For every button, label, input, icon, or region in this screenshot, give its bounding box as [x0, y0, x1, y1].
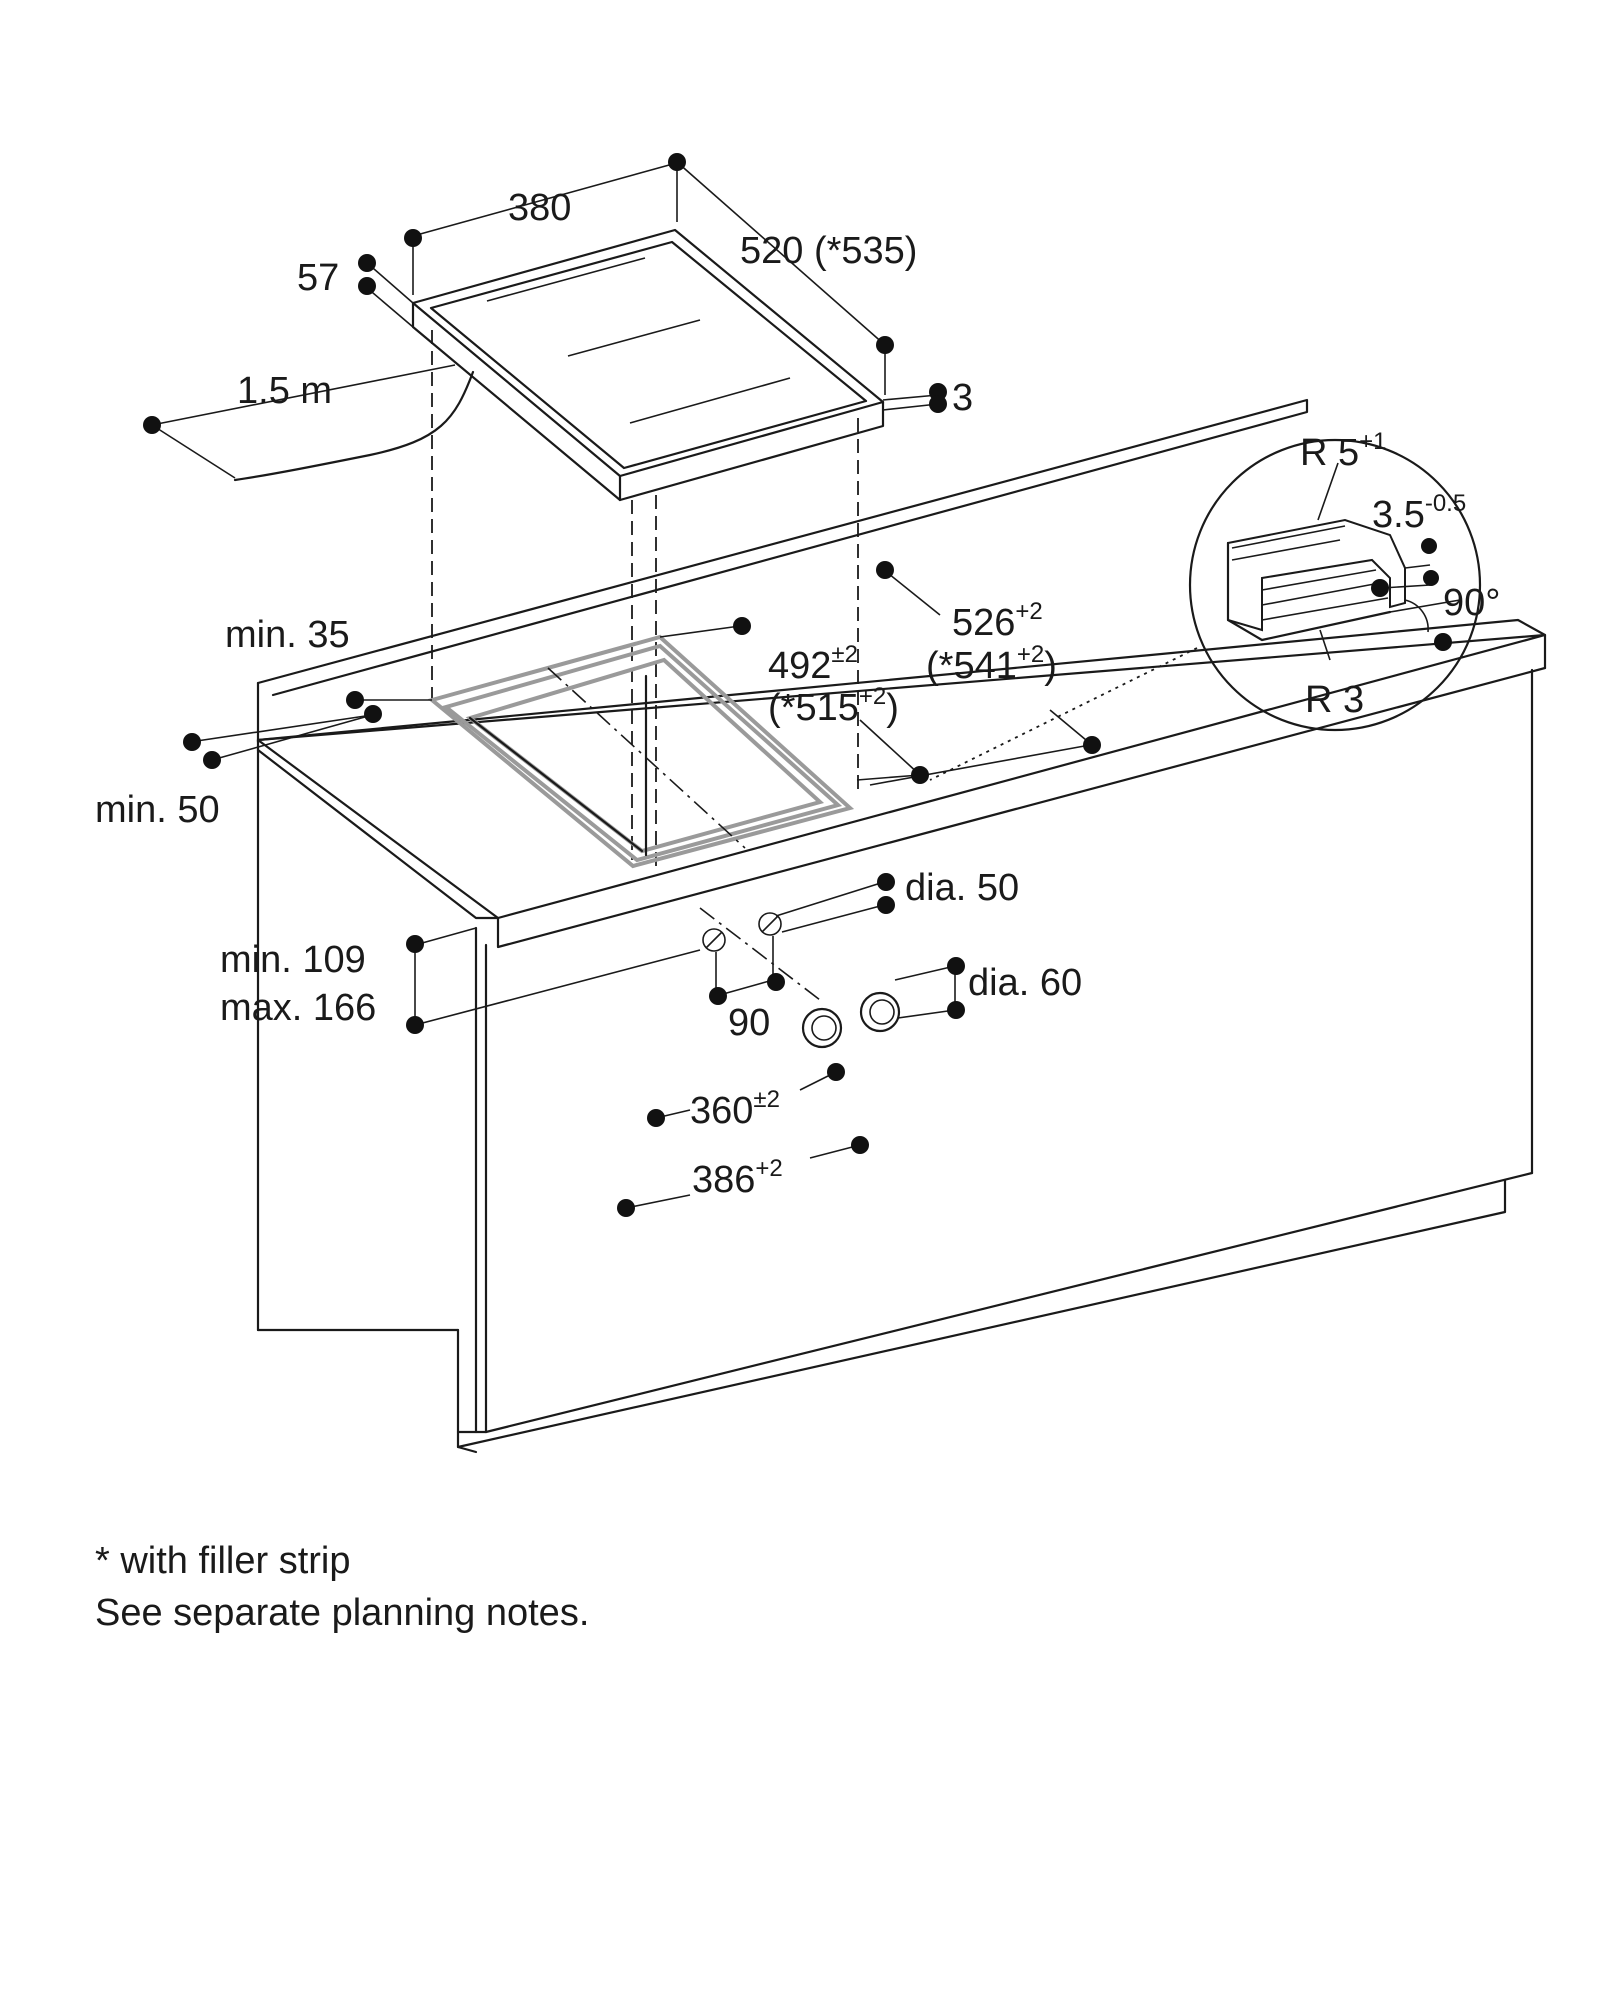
notes: * with filler strip See separate plannin…	[95, 1535, 589, 1639]
dim-dot	[911, 766, 929, 784]
knob-hole-left-icon	[702, 928, 726, 952]
label-hob-height: 57	[297, 257, 339, 299]
dim-dot	[668, 153, 686, 171]
label-depth-outer: 526+2	[952, 598, 1043, 644]
control-knobs	[699, 907, 901, 1049]
label-knob-hole: dia. 50	[905, 867, 1019, 909]
dim-dot	[406, 1016, 424, 1034]
label-radius-bottom: R 3	[1305, 679, 1364, 721]
label-knob-spacing: 90	[728, 1002, 770, 1044]
planning-note: See separate planning notes.	[95, 1592, 590, 1634]
knob-hole-right-icon	[758, 912, 782, 936]
label-cutout-width-outer: 386+2	[692, 1155, 783, 1201]
dim-dot	[406, 935, 424, 953]
dim-dot	[1421, 538, 1437, 554]
label-worktop-max: max. 166	[220, 987, 376, 1029]
dim-dot	[203, 751, 221, 769]
dim-dot	[1083, 736, 1101, 754]
knob-left-icon	[801, 1007, 843, 1049]
dim-dot	[877, 873, 895, 891]
dim-dot	[1371, 579, 1389, 597]
dim-dot	[851, 1136, 869, 1154]
dim-dot	[617, 1199, 635, 1217]
filler-note: * with filler strip	[95, 1540, 351, 1582]
dim-dot	[947, 957, 965, 975]
dim-dot	[358, 254, 376, 272]
edge-detail	[929, 438, 1482, 781]
label-worktop-min: min. 109	[220, 939, 366, 981]
label-radius-top: R 5+1	[1300, 428, 1387, 474]
label-hob-width: 380	[508, 187, 571, 229]
dim-dot	[358, 277, 376, 295]
dim-dot	[1434, 633, 1452, 651]
label-cutout-width-inner: 360±2	[690, 1086, 780, 1132]
label-step-depth: 3.5-0.5	[1372, 490, 1466, 536]
dim-dot	[143, 416, 161, 434]
label-angle: 90°	[1443, 582, 1500, 624]
dim-dot	[929, 395, 947, 413]
dimension-dots	[143, 153, 1452, 1217]
projection-lines	[431, 330, 859, 870]
power-cable	[233, 370, 475, 482]
dim-dot	[877, 896, 895, 914]
dim-dot	[767, 973, 785, 991]
label-depth-outer-filler: (*541+2)	[926, 641, 1057, 687]
label-cutout-depth-filler: (*515+2)	[768, 683, 899, 729]
kitchen-cabinet	[256, 398, 1547, 1454]
dim-dot	[364, 705, 382, 723]
dimension-labels: 380 520 (*535) 57 3 1.5 m min. 35 min. 5…	[95, 187, 1500, 1201]
dim-dot	[1423, 570, 1439, 586]
dim-dot	[183, 733, 201, 751]
dim-dot	[647, 1109, 665, 1127]
label-front-min: min. 50	[95, 789, 220, 831]
dim-dot	[404, 229, 422, 247]
label-cutout-depth: 492±2	[768, 641, 858, 687]
label-glass-offset: 3	[952, 377, 973, 419]
dim-dot	[876, 561, 894, 579]
label-rear-min: min. 35	[225, 614, 350, 656]
dim-dot	[346, 691, 364, 709]
knob-right-icon	[859, 991, 901, 1033]
hob-appliance	[233, 228, 885, 502]
dim-dot	[827, 1063, 845, 1081]
dim-dot	[709, 987, 727, 1005]
dim-dot	[733, 617, 751, 635]
worktop-cutout	[427, 634, 855, 869]
label-hob-depth: 520 (*535)	[740, 230, 917, 272]
label-knob-dia: dia. 60	[968, 962, 1082, 1004]
dim-dot	[876, 336, 894, 354]
label-cable-length: 1.5 m	[237, 370, 332, 412]
dim-dot	[947, 1001, 965, 1019]
